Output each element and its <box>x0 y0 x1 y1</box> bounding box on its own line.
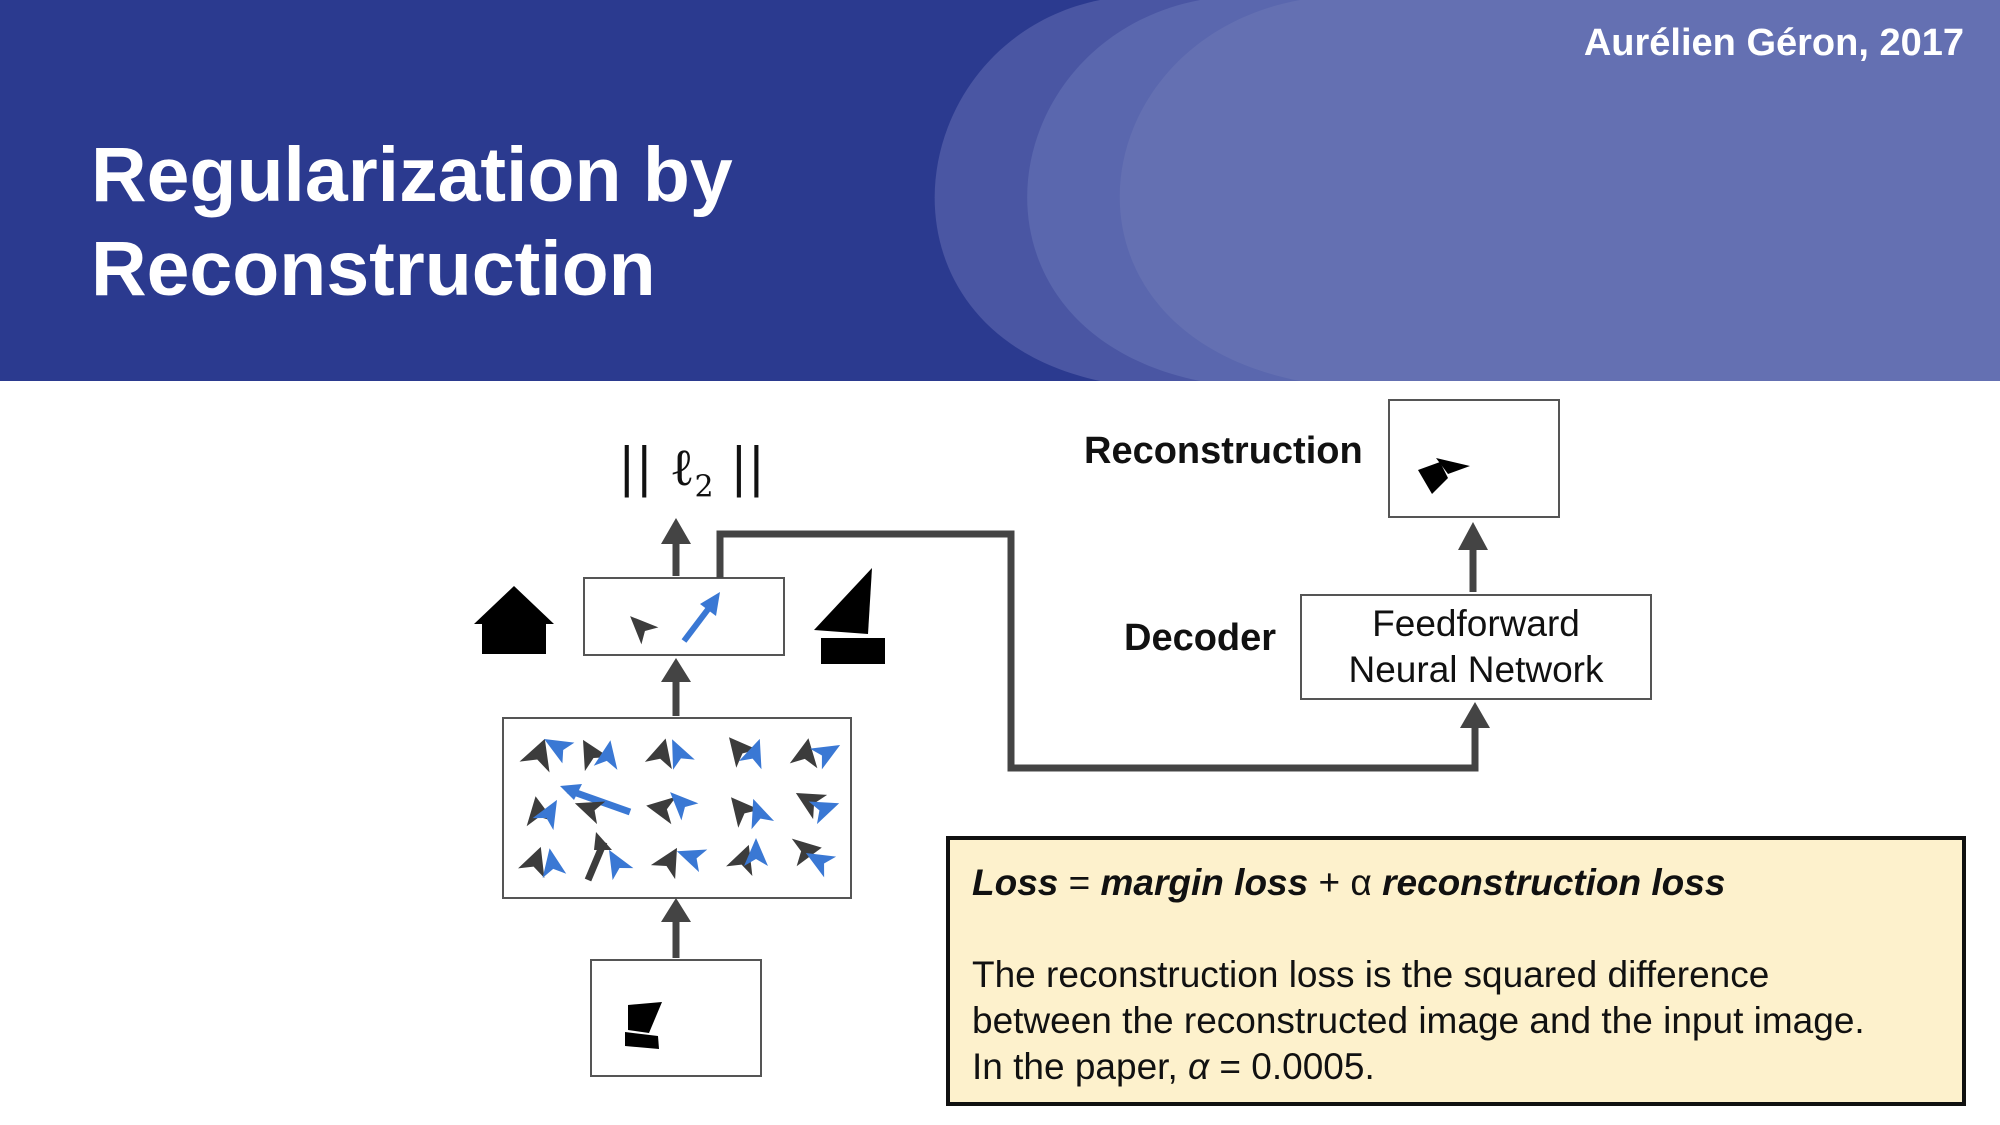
connector-to-decoder <box>716 530 1479 772</box>
ffnn-line-2: Neural Network <box>1348 649 1604 690</box>
title-line-1: Regularization by <box>91 132 733 218</box>
reconstruction-loss-term: reconstruction loss <box>1382 862 1726 903</box>
reconstruction-label: Reconstruction <box>1084 430 1363 472</box>
reconstruction-image-box <box>1388 399 1560 518</box>
slide-header: Aurélien Géron, 2017 Regularization by R… <box>0 0 2000 381</box>
margin-loss-term: margin loss <box>1100 862 1309 903</box>
ffnn-box: Feedforward Neural Network <box>1300 594 1652 700</box>
loss-formula: Loss = margin loss + α reconstruction lo… <box>972 860 1940 906</box>
title-line-2: Reconstruction <box>91 226 656 312</box>
ffnn-line-1: Feedforward <box>1372 603 1580 644</box>
loss-equals: = <box>1058 862 1101 903</box>
header-arcs <box>934 0 2000 381</box>
loss-desc-line-1: The reconstruction loss is the squared d… <box>972 954 1770 995</box>
digit-capsule-blue-arrow <box>681 592 720 643</box>
l2-norm-label: || ℓ2 || <box>618 438 766 505</box>
loss-word: Loss <box>972 862 1059 903</box>
house-icon <box>474 586 554 654</box>
plus-alpha: + α <box>1308 862 1383 903</box>
digit-capsule-dark-arrow <box>630 616 659 645</box>
input-boat-icon <box>625 1002 662 1049</box>
reconstruction-boat-icon <box>1418 458 1470 494</box>
primary-capsule-arrows <box>518 737 841 882</box>
author-credit: Aurélien Géron, 2017 <box>1583 22 1964 64</box>
decoder-label: Decoder <box>1124 617 1277 659</box>
loss-desc-line-3: In the paper, α = 0.0005. <box>972 1046 1375 1087</box>
alpha-symbol: α <box>1188 1046 1210 1087</box>
header-arc-3 <box>1119 0 2000 381</box>
loss-desc-line-2: between the reconstructed image and the … <box>972 1000 1865 1041</box>
digit-capsules-box <box>583 577 785 656</box>
slide-title: Regularization by Reconstruction <box>91 128 733 316</box>
loss-explanation-box: Loss = margin loss + α reconstruction lo… <box>946 836 1966 1106</box>
input-image-box <box>590 959 762 1077</box>
boat-icon <box>814 568 885 664</box>
